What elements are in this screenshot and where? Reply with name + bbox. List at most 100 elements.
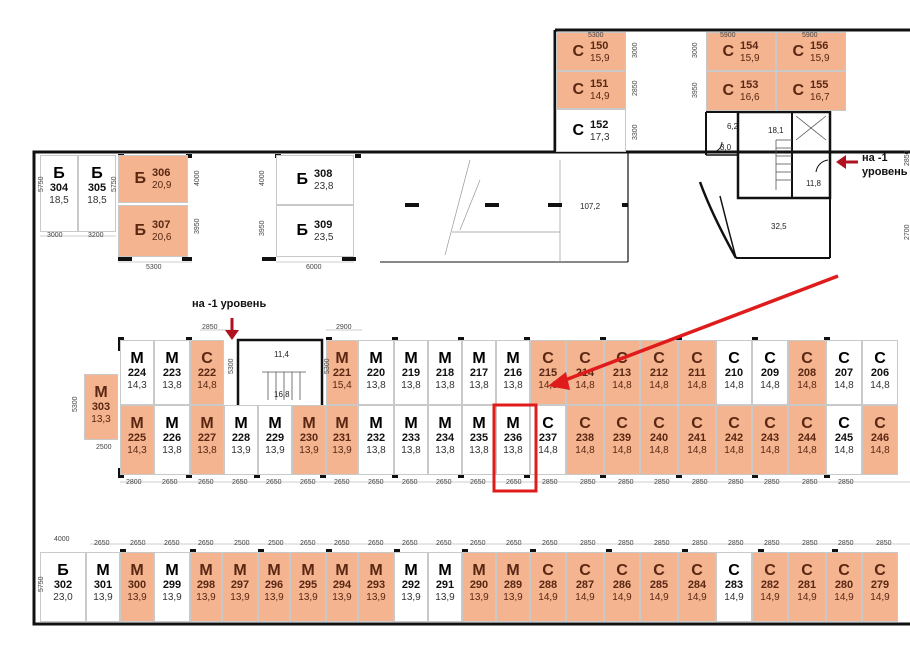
dim-label: 3300 xyxy=(632,124,639,140)
space-number: 303 xyxy=(91,401,111,413)
space-number: 222 xyxy=(197,367,217,379)
space-number: 306 xyxy=(152,167,171,179)
space-area: 14,9 xyxy=(649,592,669,603)
dim-label: 2850 xyxy=(904,150,910,166)
room-area: 16,8 xyxy=(274,390,290,399)
space-area: 13,8 xyxy=(401,445,421,456)
dim-label: 2850 xyxy=(654,479,670,486)
space-number: 211 xyxy=(688,367,706,379)
space-number: 286 xyxy=(612,579,632,591)
space-number: 218 xyxy=(435,367,455,379)
space-number: 209 xyxy=(760,367,780,379)
space-type: С xyxy=(691,350,703,367)
space-type: С xyxy=(579,350,591,367)
space-number: 226 xyxy=(162,432,182,444)
space-area: 14,8 xyxy=(870,445,890,456)
dim-label: 4000 xyxy=(194,170,201,186)
space-type: С xyxy=(722,42,735,60)
space-number: 279 xyxy=(870,579,890,591)
space-type: С xyxy=(653,562,665,579)
